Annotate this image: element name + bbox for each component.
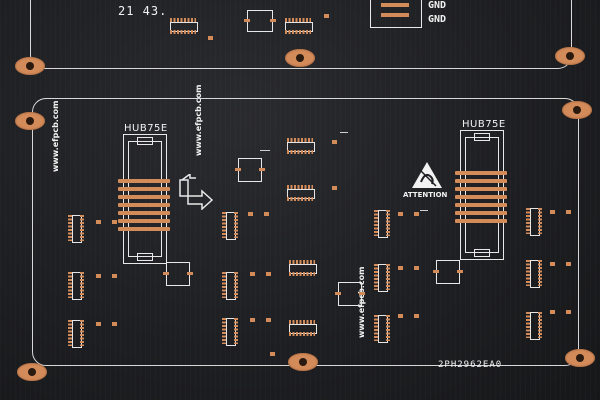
mounting-pad <box>555 47 585 65</box>
hub75-connector-left <box>118 134 170 264</box>
mounting-pad <box>562 101 592 119</box>
url-text: www.efpcb.com <box>51 100 60 172</box>
board-outline-top <box>30 0 572 69</box>
mounting-pad <box>15 112 45 130</box>
ic-footprint <box>222 270 238 300</box>
mounting-pad <box>565 349 595 367</box>
url-text: www.efpcb.com <box>194 84 203 156</box>
board-code: 2PH2962EA0 <box>438 360 503 370</box>
inductor-footprint <box>244 10 276 32</box>
hub75-label: HUB75E <box>462 119 506 130</box>
hub75-label: HUB75E <box>124 123 168 134</box>
gnd-label: GND <box>428 0 447 11</box>
ic-footprint <box>285 185 315 201</box>
mounting-pad <box>285 49 315 67</box>
corner-arrow-icon <box>179 174 214 210</box>
ic-footprint <box>287 320 317 336</box>
inductor-footprint <box>335 282 365 306</box>
ic-footprint <box>374 313 390 343</box>
mounting-pad <box>15 57 45 75</box>
ic-footprint <box>283 18 313 34</box>
mounting-pad <box>17 363 47 381</box>
attention-label: ATTENTION <box>403 191 448 199</box>
esd-attention-icon <box>412 162 442 188</box>
ic-footprint <box>68 270 84 300</box>
ic-footprint <box>222 316 238 346</box>
ic-footprint <box>526 206 542 236</box>
ic-footprint <box>526 310 542 340</box>
hub75-connector-right <box>455 130 507 260</box>
inductor-footprint <box>433 260 463 284</box>
connector-outline-top <box>370 0 422 28</box>
inductor-footprint <box>235 158 265 182</box>
inductor-footprint <box>163 262 193 286</box>
ic-footprint <box>374 262 390 292</box>
ic-footprint <box>68 318 84 348</box>
ic-footprint <box>222 210 238 240</box>
gnd-label: GND <box>428 14 447 25</box>
ic-footprint <box>285 138 315 154</box>
ic-footprint <box>168 18 198 34</box>
ic-footprint <box>287 260 317 276</box>
time-text: 21 43. <box>118 4 168 18</box>
mounting-pad <box>288 353 318 371</box>
ic-footprint <box>68 213 84 243</box>
ic-footprint <box>374 208 390 238</box>
ic-footprint <box>526 258 542 288</box>
